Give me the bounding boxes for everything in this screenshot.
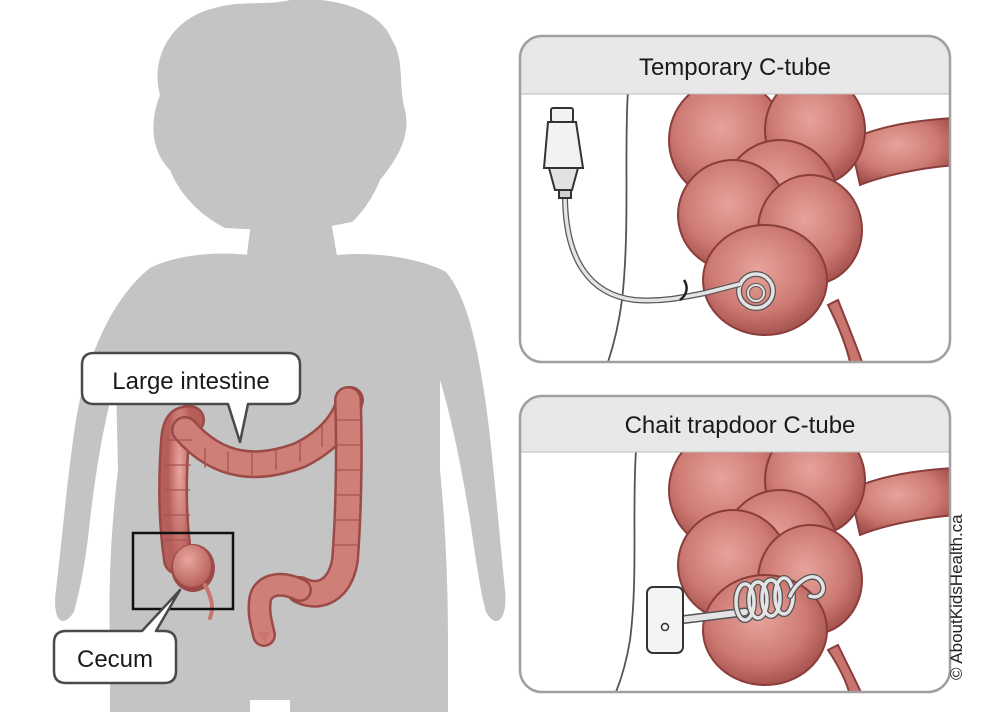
- cecum-label: Cecum: [77, 646, 153, 673]
- temporary-c-tube-title: Temporary C-tube: [639, 54, 831, 81]
- large-intestine-callout: Large intestine: [80, 351, 302, 444]
- trapdoor-port-illustration: [646, 586, 684, 654]
- copyright-text: © AboutKidsHealth.ca: [947, 514, 966, 680]
- chait-trapdoor-c-tube-title: Chait trapdoor C-tube: [625, 412, 856, 439]
- chait-trapdoor-c-tube-panel: Chait trapdoor C-tube: [518, 394, 952, 694]
- temporary-c-tube-panel: Temporary C-tube: [518, 34, 952, 364]
- large-intestine-illustration: [158, 386, 364, 647]
- cecum-highlight-box: [131, 531, 235, 611]
- cecum-callout: Cecum: [52, 588, 182, 685]
- tube-connector-illustration: [542, 107, 585, 199]
- large-intestine-label: Large intestine: [112, 368, 269, 395]
